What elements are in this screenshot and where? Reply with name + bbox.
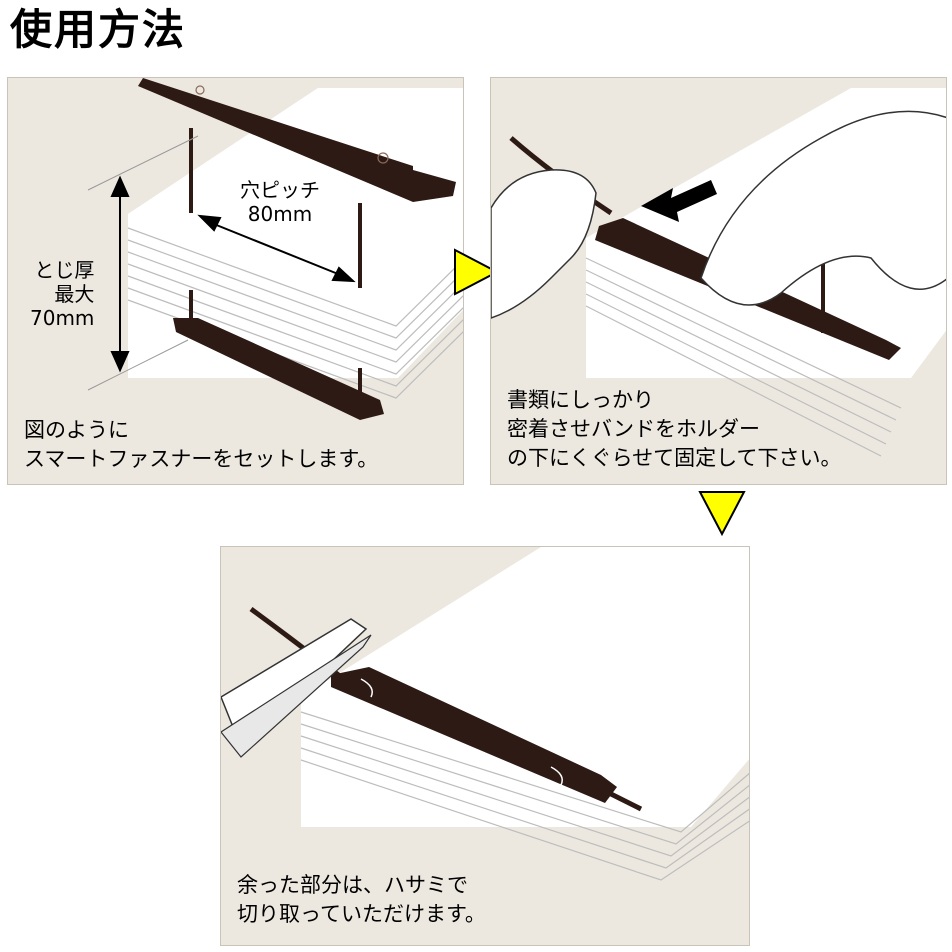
paper-stack — [300, 547, 749, 881]
bottom-fastener-bar — [173, 318, 384, 420]
binding-thickness-label: とじ厚 最大 70mm — [30, 258, 95, 330]
step2-panel: 書類にしっかり 密着させバンドをホルダー の下にくぐらせて固定して下さい。 — [490, 77, 947, 485]
step3-illustration — [221, 547, 749, 881]
next-step-right-arrow-icon — [454, 248, 499, 296]
step3-panel: 余った部分は、ハサミで 切り取っていただけます。 — [220, 546, 750, 946]
guide-lines — [87, 135, 199, 391]
step1-illustration — [87, 78, 463, 420]
top-fastener-bar — [138, 78, 456, 202]
dimension-arrows — [110, 175, 356, 373]
hole-pitch-label: 穴ピッチ 80mm — [240, 178, 320, 226]
scissors — [221, 618, 372, 758]
step2-caption: 書類にしっかり 密着させバンドをホルダー の下にくぐらせて固定して下さい。 — [507, 388, 842, 470]
step3-caption: 余った部分は、ハサミで 切り取っていただけます。 — [237, 873, 486, 926]
step2-illustration — [491, 88, 946, 457]
left-hand — [491, 169, 597, 319]
right-hand — [700, 110, 946, 306]
step1-panel: 穴ピッチ 80mm とじ厚 最大 70mm 図のように スマートファスナーをセッ… — [7, 77, 464, 485]
push-arrow — [641, 180, 717, 222]
step1-caption: 図のように スマートファスナーをセットします。 — [24, 418, 379, 471]
prongs — [189, 128, 362, 398]
page-title: 使用方法 — [10, 5, 187, 54]
next-step-down-arrow-icon — [698, 491, 746, 536]
